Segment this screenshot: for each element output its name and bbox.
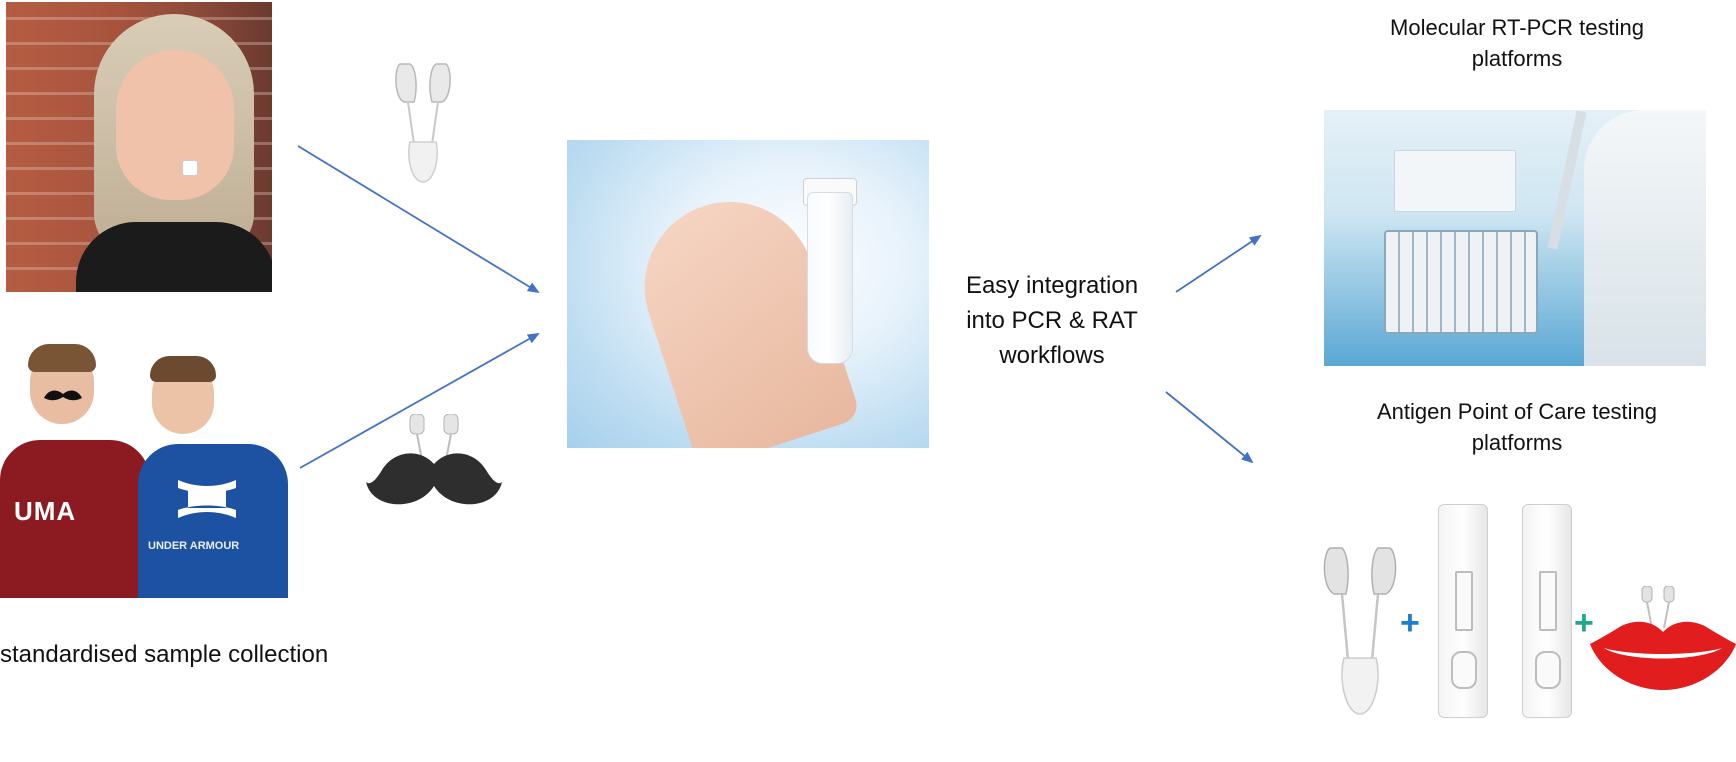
lab-container <box>1394 150 1516 212</box>
pipette <box>1547 110 1587 250</box>
mouth-clip-icon <box>1641 586 1675 629</box>
woman-face <box>116 50 234 200</box>
under-armour-logo-icon <box>178 480 236 518</box>
boy2-shirt: UNDER ARMOUR <box>138 444 288 598</box>
lab-pcr-photo <box>1324 110 1706 366</box>
cassette-well <box>1535 651 1561 689</box>
tube-rack <box>1384 230 1538 334</box>
boys-photo: UMA UNDER ARMOUR <box>0 344 292 598</box>
nasal-clip-product-icon <box>1323 547 1397 715</box>
nasal-clip-icon <box>395 63 451 183</box>
test-cassette-1 <box>1438 504 1488 718</box>
molecular-rt-pcr-label: Molecular RT-PCR testing platforms <box>1390 15 1644 71</box>
lab-technician <box>1584 110 1706 366</box>
tube-in-hand-photo <box>567 140 929 448</box>
antigen-test-photo: + + <box>1320 500 1736 720</box>
plus-sign-green: + <box>1574 604 1594 642</box>
boy1-shirt-text: UMA <box>14 496 77 526</box>
mustache-clip-icon <box>366 414 502 505</box>
nose-clip <box>182 160 198 176</box>
boy1-hair <box>28 344 96 372</box>
mustache-clip-on-boy-icon <box>44 390 82 401</box>
arrow-to-antigen <box>1165 391 1254 464</box>
standardised-collection-label: standardised sample collection <box>0 641 329 668</box>
woman-shirt <box>76 222 272 292</box>
plus-sign-blue: + <box>1400 604 1420 642</box>
boy1-shirt: UMA <box>0 440 150 598</box>
lips-icon <box>1590 621 1736 690</box>
woman-photo <box>6 2 272 292</box>
sample-tube <box>807 192 853 364</box>
boy2-shirt-text: UNDER ARMOUR <box>148 540 240 552</box>
cassette-well <box>1451 651 1477 689</box>
cassette-window <box>1539 571 1557 631</box>
antigen-poc-label: Antigen Point of Care testing platforms <box>1376 399 1658 455</box>
easy-integration-label: Easy integration into PCR & RAT workflow… <box>965 272 1139 369</box>
arrow-to-pcr <box>1175 234 1262 293</box>
cassette-window <box>1455 571 1473 631</box>
boy2-hair <box>150 356 216 382</box>
test-cassette-2 <box>1522 504 1572 718</box>
